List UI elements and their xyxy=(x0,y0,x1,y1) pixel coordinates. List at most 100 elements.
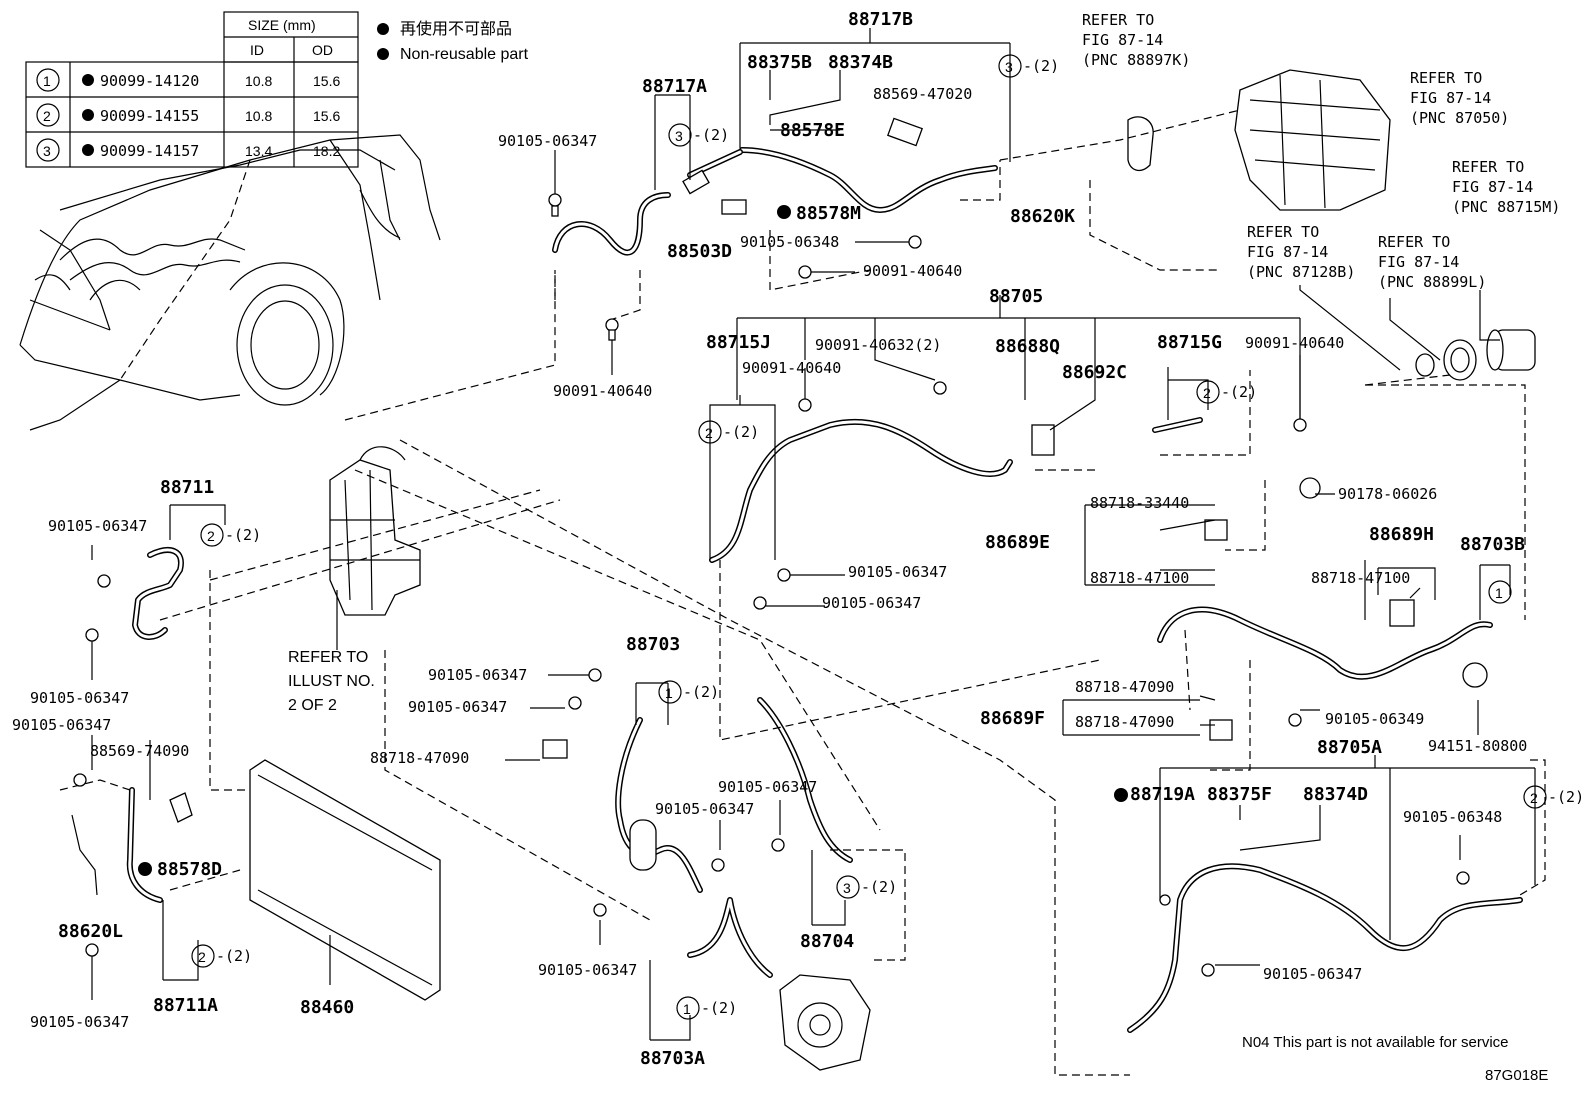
bolt-icon xyxy=(753,596,767,610)
seal-od: 15.6 xyxy=(313,108,340,124)
bolt-icon xyxy=(798,265,812,279)
svg-text:FIG 87-14: FIG 87-14 xyxy=(1452,178,1533,196)
bolt-icon xyxy=(777,568,791,582)
condenser-drawing xyxy=(249,759,441,1001)
seal-callout: 2 -(2) xyxy=(1523,785,1584,809)
bolt-labels: 90105-06347 90091-40640 90105-06348 9009… xyxy=(12,132,1502,1031)
part-label-88620k: 88620K xyxy=(1010,206,1075,227)
part-label-88717a: 88717A xyxy=(642,76,707,97)
bolt-icon xyxy=(1288,713,1302,727)
part-label-88578e: 88578E xyxy=(780,120,845,141)
bolt-label-90091-40640: 90091-40640 xyxy=(1245,334,1344,352)
part-label-88569-47020: 88569-47020 xyxy=(873,85,972,103)
row-number-badge xyxy=(36,138,60,162)
row-number: 3 xyxy=(43,143,51,159)
row-number: 2 xyxy=(43,108,51,124)
row-number-badge xyxy=(36,103,60,127)
bolt-icon xyxy=(711,858,725,872)
bolt-label-90105-06347: 90105-06347 xyxy=(498,132,597,150)
bolt-label-90105-06347: 90105-06347 xyxy=(408,698,507,716)
svg-text:REFER TO: REFER TO xyxy=(1082,11,1154,29)
size-table: SIZE (mm) ID OD 1 90099-14120 10.8 15.6 … xyxy=(25,11,359,168)
svg-text:ILLUST NO.: ILLUST NO. xyxy=(288,673,375,690)
grommet-drawing xyxy=(1127,116,1154,172)
part-label-88718-47100: 88718-47100 xyxy=(1311,569,1410,587)
part-label-88688q: 88688Q xyxy=(995,336,1060,357)
bolt-label-90105-06347: 90105-06347 xyxy=(12,716,111,734)
svg-text:(PNC 88715M): (PNC 88715M) xyxy=(1452,198,1560,216)
svg-text:3: 3 xyxy=(843,880,851,896)
bolt-label-90105-06348: 90105-06348 xyxy=(1403,808,1502,826)
part-label-88460: 88460 xyxy=(300,997,354,1018)
seal-callout: 3 -(2) xyxy=(836,875,897,899)
svg-text:-(2): -(2) xyxy=(723,423,759,441)
seal-part-number: 90099-14155 xyxy=(100,107,199,125)
svg-text:-(2): -(2) xyxy=(216,947,252,965)
part-label-88503d: 88503D xyxy=(667,241,732,262)
svg-text:REFER TO: REFER TO xyxy=(1378,233,1450,251)
refer-note-88715m: REFER TO FIG 87-14 (PNC 88715M) xyxy=(1452,158,1560,216)
seal-od: 18.2 xyxy=(313,143,340,159)
part-label-88718-47090: 88718-47090 xyxy=(1075,713,1174,731)
bolt-label-90105-06347: 90105-06347 xyxy=(428,666,527,684)
bolt-icon xyxy=(568,696,582,710)
svg-text:-(2): -(2) xyxy=(701,999,737,1017)
bolt-label-90105-06347: 90105-06347 xyxy=(30,1013,129,1031)
part-labels: 88717B 88375B 88374B 88569-47020 88578E … xyxy=(58,9,1527,1069)
bolt-label-90105-06348: 90105-06348 xyxy=(740,233,839,251)
svg-text:2: 2 xyxy=(198,949,206,965)
part-label-88704: 88704 xyxy=(800,931,854,952)
bolt-icon xyxy=(1201,963,1215,977)
refer-note-87128b: REFER TO FIG 87-14 (PNC 87128B) xyxy=(1247,223,1355,281)
hvac-unit-drawing xyxy=(1234,69,1391,211)
svg-text:2: 2 xyxy=(1203,385,1211,401)
part-label-90105-06349: 90105-06349 xyxy=(1325,710,1424,728)
part-label-94151-80800: 94151-80800 xyxy=(1428,737,1527,755)
seal-part-number: 90099-14120 xyxy=(100,72,199,90)
part-label-88705: 88705 xyxy=(989,286,1043,307)
bolt-icon xyxy=(933,381,947,395)
part-label-88578m: 88578M xyxy=(796,203,861,224)
refer-note-88899l: REFER TO FIG 87-14 (PNC 88899L) xyxy=(1378,233,1486,291)
part-label-88705a: 88705A xyxy=(1317,737,1382,758)
bolt-icon xyxy=(1456,871,1470,885)
refer-note-88897k: REFER TO FIG 87-14 (PNC 88897K) xyxy=(1082,11,1190,69)
part-label-88375f: 88375F xyxy=(1207,784,1272,805)
part-label-88718-33440: 88718-33440 xyxy=(1090,494,1189,512)
legend-label-en: Non-reusable part xyxy=(400,46,529,63)
non-reusable-dot-icon xyxy=(1114,788,1128,802)
non-reusable-dot-icon xyxy=(82,109,94,121)
part-label-88689e: 88689E xyxy=(985,532,1050,553)
bolt-label-90105-06347: 90105-06347 xyxy=(48,517,147,535)
bolt-icon xyxy=(85,628,99,642)
svg-text:FIG 87-14: FIG 87-14 xyxy=(1410,89,1491,107)
bolt-label-90091-40632: 90091-40632(2) xyxy=(815,336,941,354)
non-reusable-dot-icon xyxy=(138,862,152,876)
pipe-drawings xyxy=(71,147,1523,1033)
part-label-88569-74090: 88569-74090 xyxy=(90,742,189,760)
bolt-icons xyxy=(73,193,1470,977)
svg-text:(PNC 87050): (PNC 87050) xyxy=(1410,109,1509,127)
bolt-icon xyxy=(97,574,111,588)
seal-callout: 3 -(2) xyxy=(668,123,729,147)
bracket-lines xyxy=(91,28,1536,1041)
svg-text:-(2): -(2) xyxy=(861,878,897,896)
part-label-88689h: 88689H xyxy=(1369,524,1434,545)
part-label-88711a: 88711A xyxy=(153,995,218,1016)
ac-compressor-drawing xyxy=(779,974,871,1071)
svg-text:REFER TO: REFER TO xyxy=(1452,158,1524,176)
svg-text:2 OF 2: 2 OF 2 xyxy=(288,697,337,714)
bolt-label-90091-40640: 90091-40640 xyxy=(742,359,841,377)
bolt-icon xyxy=(605,318,619,341)
part-label-88711: 88711 xyxy=(160,477,214,498)
part-label-88703b: 88703B xyxy=(1460,534,1525,555)
seal-callout: 2 -(2) xyxy=(191,944,252,968)
bolt-icon xyxy=(1293,418,1307,432)
part-label-88578d: 88578D xyxy=(157,859,222,880)
svg-text:-(2): -(2) xyxy=(1548,788,1584,806)
bolt-icon xyxy=(798,398,812,412)
row-number: 1 xyxy=(43,73,51,89)
bolt-label-90105-06347: 90105-06347 xyxy=(30,689,129,707)
non-reusable-dot-icon xyxy=(377,48,389,60)
part-label-88717b: 88717B xyxy=(848,9,913,30)
